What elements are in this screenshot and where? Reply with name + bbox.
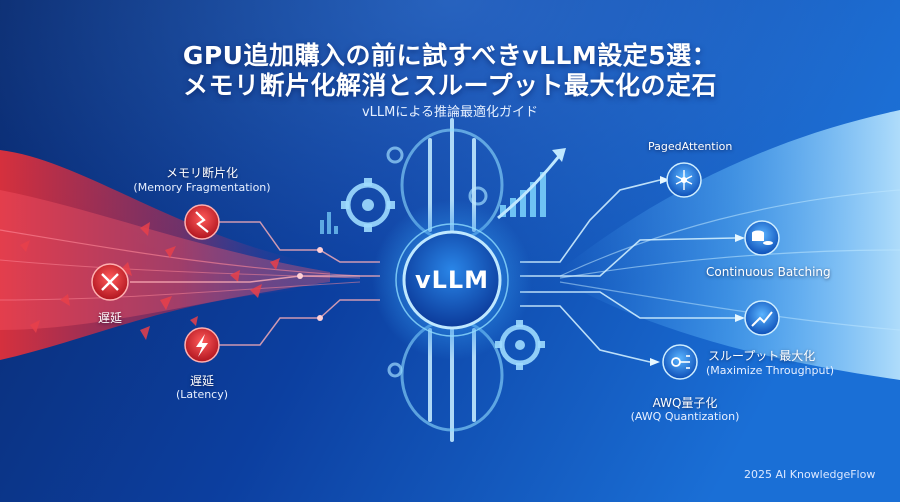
- awq-badge: [662, 344, 698, 380]
- throughput-label: スループット最大化: [708, 349, 816, 363]
- subtitle: vLLMによる推論最適化ガイド: [361, 105, 538, 120]
- latency-badge: [184, 327, 220, 363]
- continuous-batching-badge: [744, 220, 780, 256]
- awq-label: AWQ量子化: [652, 396, 718, 410]
- title-line-2: メモリ断片化解消とスループット最大化の定石: [182, 71, 717, 100]
- continuous-batching-label: Continuous Batching: [706, 265, 831, 279]
- hub-label: vLLM: [414, 266, 490, 294]
- footer-credit: 2025 AI KnowledgeFlow: [744, 468, 876, 481]
- delay-left-label: 遅延: [97, 311, 122, 325]
- memory-fragmentation-label: メモリ断片化: [165, 166, 238, 180]
- throughput-sub: (Maximize Throughput): [706, 364, 835, 377]
- latency-label: 遅延: [189, 374, 214, 388]
- title-line-1: GPU追加購入の前に試すべきvLLM設定5選：: [182, 41, 718, 70]
- pagedattention-badge: [666, 162, 702, 198]
- delay-left-badge: [91, 263, 129, 301]
- memory-fragmentation-badge: [184, 204, 220, 240]
- memory-fragmentation-sub: (Memory Fragmentation): [133, 181, 271, 194]
- throughput-badge: [744, 300, 780, 336]
- pagedattention-label: PagedAttention: [648, 140, 733, 153]
- awq-sub: (AWQ Quantization): [630, 410, 740, 423]
- latency-sub: (Latency): [175, 388, 229, 401]
